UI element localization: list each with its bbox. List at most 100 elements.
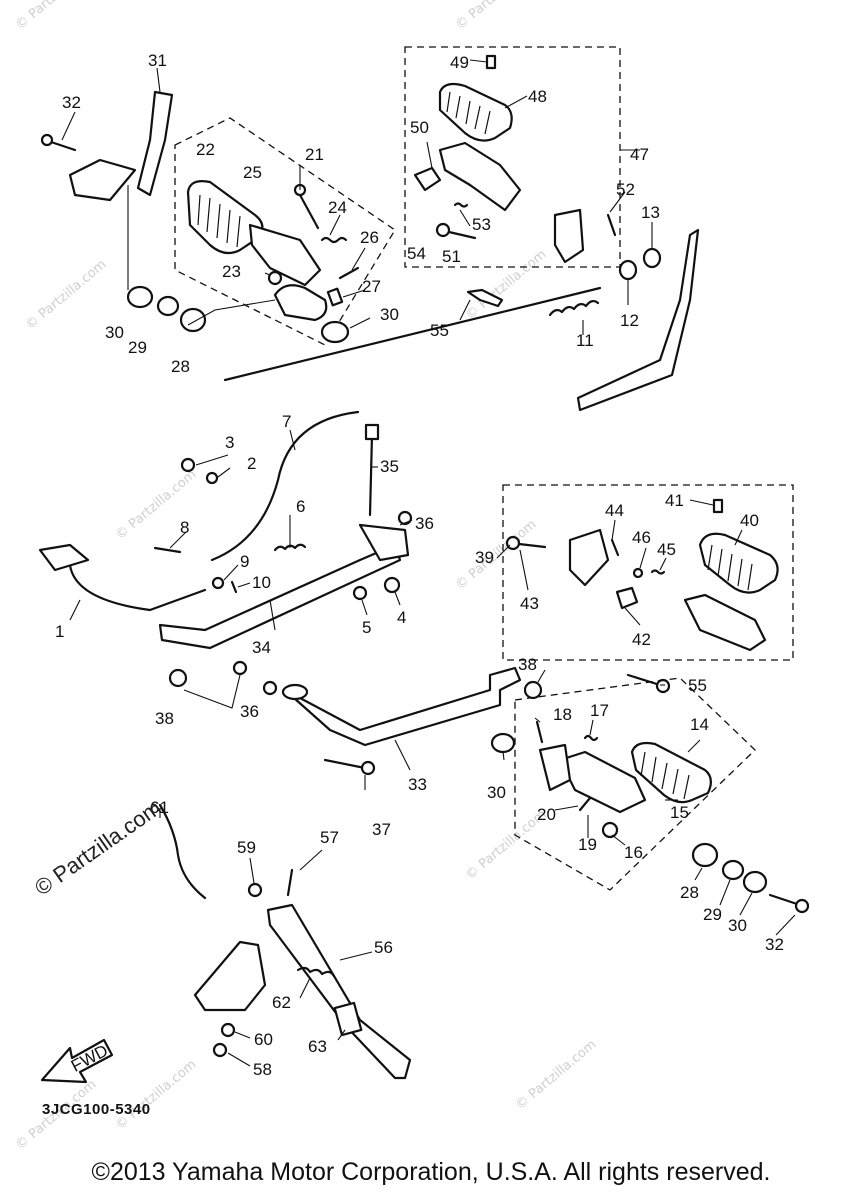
ball-54 (435, 222, 451, 238)
copyright-notice: ©2013 Yamaha Motor Corporation, U.S.A. A… (91, 1158, 771, 1186)
brake-pedal-1 (68, 563, 207, 612)
group-box-39 (502, 484, 794, 661)
group-box-21 (174, 117, 396, 346)
bracket-60 (193, 940, 267, 1012)
callout-58: 58 (253, 1060, 272, 1079)
callout-36: 36 (415, 514, 434, 533)
watermark: © Partzilla.com (113, 1057, 199, 1133)
footpeg-14 (558, 750, 647, 814)
callout-15: 15 (670, 803, 689, 822)
callout-22: 22 (196, 140, 215, 159)
footpeg-47 (438, 141, 522, 212)
bolt-head-32 (40, 133, 54, 147)
washer-5 (352, 585, 368, 601)
callout-43: 43 (520, 594, 539, 613)
drawing-code: 3JCG100-5340 (42, 1101, 151, 1118)
plate-31 (68, 158, 137, 202)
watermark: © Partzilla.com (23, 257, 109, 333)
bolt-49 (485, 54, 497, 70)
callout-32b: 32 (765, 935, 784, 954)
nut-38-right (523, 680, 543, 700)
callout-54: 54 (407, 244, 426, 263)
callout-16: 16 (624, 843, 643, 862)
callout-19: 19 (578, 835, 597, 854)
callout-21: 21 (305, 145, 324, 164)
step-bar-33 (283, 666, 522, 747)
callout-8: 8 (180, 518, 189, 537)
bolt-57 (286, 868, 294, 897)
rod-head-35 (364, 423, 380, 441)
callout-1: 1 (55, 622, 64, 641)
nut-3 (180, 457, 196, 473)
callout-20: 20 (537, 805, 556, 824)
callout-18: 18 (553, 705, 572, 724)
clip-26 (338, 266, 360, 280)
washer-9 (211, 576, 225, 590)
bolt-55-low (626, 673, 662, 687)
clip-10 (230, 580, 238, 594)
heel-guard-right (576, 228, 700, 412)
rubber-ribs-48 (446, 91, 491, 135)
fwd-label: FWD (68, 1041, 111, 1076)
callout-28: 28 (171, 357, 190, 376)
rubber-ribs-22 (197, 194, 241, 248)
callout-10: 10 (252, 573, 271, 592)
collar-12 (618, 259, 638, 281)
pin-27 (326, 287, 344, 307)
callout-48: 48 (528, 87, 547, 106)
callout-51: 51 (442, 247, 461, 266)
spring-45 (650, 569, 666, 575)
callout-55b: 55 (688, 676, 707, 695)
bolt-41 (712, 498, 724, 514)
spring-53 (453, 202, 469, 208)
callout-39: 39 (475, 548, 494, 567)
bolt-head-37 (360, 760, 376, 776)
callout-52: 52 (616, 180, 635, 199)
bracket-19 (538, 743, 572, 792)
bracket-21 (273, 284, 328, 322)
watermark: © Partzilla.com (513, 1037, 599, 1113)
callout-60: 60 (254, 1030, 273, 1049)
callout-63: 63 (308, 1037, 327, 1056)
callout-2: 2 (247, 454, 256, 473)
pin-51 (447, 230, 477, 240)
callout-32: 32 (62, 93, 81, 112)
callout-41: 41 (665, 491, 684, 510)
callout-17: 17 (590, 701, 609, 720)
washer-30-right (742, 870, 768, 894)
nut-16 (601, 821, 619, 839)
pin-39 (517, 542, 547, 549)
callout-11: 11 (576, 331, 594, 350)
callout-30: 30 (105, 323, 124, 342)
nut-38-left (168, 668, 188, 688)
callout-35: 35 (380, 457, 399, 476)
callout-53: 53 (472, 215, 491, 234)
bolt-4 (383, 576, 401, 594)
ball-46 (632, 567, 644, 579)
watermark: © Partzilla.com (13, 0, 99, 33)
callout-57: 57 (320, 828, 339, 847)
callout-45: 45 (657, 540, 676, 559)
brake-cable-7 (210, 410, 360, 562)
rod-35 (368, 433, 374, 517)
callout-12: 12 (620, 311, 639, 330)
spring-62 (296, 966, 336, 978)
callout-62: 62 (272, 993, 291, 1012)
callout-3: 3 (225, 433, 234, 452)
washer-2 (205, 471, 219, 485)
plate-50 (413, 166, 442, 192)
callout-7: 7 (282, 412, 291, 431)
callout-50: 50 (410, 118, 429, 137)
group-box-47 (404, 46, 621, 268)
nut-36-top (397, 510, 413, 526)
callout-55: 55 (430, 321, 449, 340)
footpeg-42 (683, 593, 767, 652)
pedal-pad-1 (38, 543, 90, 572)
bolt-37 (323, 758, 367, 770)
callout-30b: 30 (380, 305, 399, 324)
bolt-55-top (466, 288, 504, 308)
watermark: © Partzilla.com (453, 0, 539, 33)
collar-29-right (721, 859, 745, 881)
bushing-28-left (179, 307, 207, 333)
